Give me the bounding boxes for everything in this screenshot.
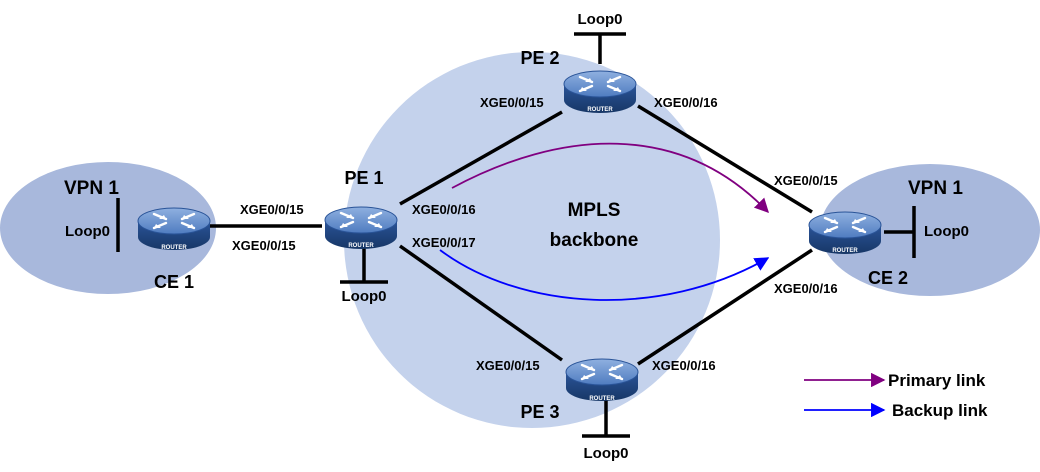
legend-primary-label: Primary link xyxy=(888,371,986,390)
port-ce1-pe1: XGE0/0/15 xyxy=(232,238,296,253)
loopback-stubs xyxy=(116,32,916,438)
svg-text:ROUTER: ROUTER xyxy=(832,248,858,254)
ce1-name: CE 1 xyxy=(154,272,194,292)
pe1-name: PE 1 xyxy=(344,168,383,188)
router-pe1[interactable]: ROUTER xyxy=(323,205,399,251)
pe3-name: PE 3 xyxy=(520,402,559,422)
pe3-loopback-label: Loop0 xyxy=(584,445,629,462)
port-pe2-ce2: XGE0/0/16 xyxy=(654,95,718,110)
ce2-loopback-label: Loop0 xyxy=(924,223,969,240)
backbone-label-line1: MPLS xyxy=(568,200,621,221)
svg-text:ROUTER: ROUTER xyxy=(161,245,187,251)
link-pe1-pe3 xyxy=(398,244,564,362)
svg-text:ROUTER: ROUTER xyxy=(589,396,615,402)
primary-link-path xyxy=(451,142,769,214)
link-pe3-ce2 xyxy=(637,248,813,366)
port-pe3-ce2: XGE0/0/16 xyxy=(652,358,716,373)
link-pe2-ce2 xyxy=(637,104,813,214)
svg-text:ROUTER: ROUTER xyxy=(587,107,613,113)
port-pe1-pe3: XGE0/0/17 xyxy=(412,235,476,250)
vpn-left-label: VPN 1 xyxy=(64,178,119,199)
links xyxy=(210,104,813,366)
backup-link-path xyxy=(439,249,770,301)
cloud-mpls-backbone xyxy=(344,52,720,428)
cloud-vpn-left xyxy=(0,162,216,294)
legend-backup-label: Backup link xyxy=(892,401,988,420)
svg-text:ROUTER: ROUTER xyxy=(348,243,374,249)
cloud-vpn-right xyxy=(820,164,1040,296)
vpn-right-label: VPN 1 xyxy=(908,178,963,199)
router-pe3[interactable]: ROUTER xyxy=(564,357,640,403)
router-pe2[interactable]: ROUTER xyxy=(562,69,638,115)
pe2-name: PE 2 xyxy=(520,48,559,68)
router-ce1[interactable]: ROUTER xyxy=(136,206,212,252)
link-pe1-pe2 xyxy=(399,110,563,206)
pe2-loopback-label: Loop0 xyxy=(578,11,623,28)
port-pe1-pe2: XGE0/0/16 xyxy=(412,202,476,217)
port-pe1-ce1: XGE0/0/15 xyxy=(240,202,304,217)
ce2-name: CE 2 xyxy=(868,268,908,288)
port-pe3-pe1: XGE0/0/15 xyxy=(476,358,540,373)
pe1-loopback-label: Loop0 xyxy=(342,288,387,305)
port-pe2-pe1: XGE0/0/15 xyxy=(480,95,544,110)
legend: Primary link Backup link xyxy=(804,371,988,420)
router-ce2[interactable]: ROUTER xyxy=(807,210,883,256)
backbone-label-line2: backbone xyxy=(550,230,639,251)
ce1-loopback-label: Loop0 xyxy=(65,223,110,240)
port-ce2-pe3: XGE0/0/16 xyxy=(774,281,838,296)
port-ce2-pe2: XGE0/0/15 xyxy=(774,173,838,188)
